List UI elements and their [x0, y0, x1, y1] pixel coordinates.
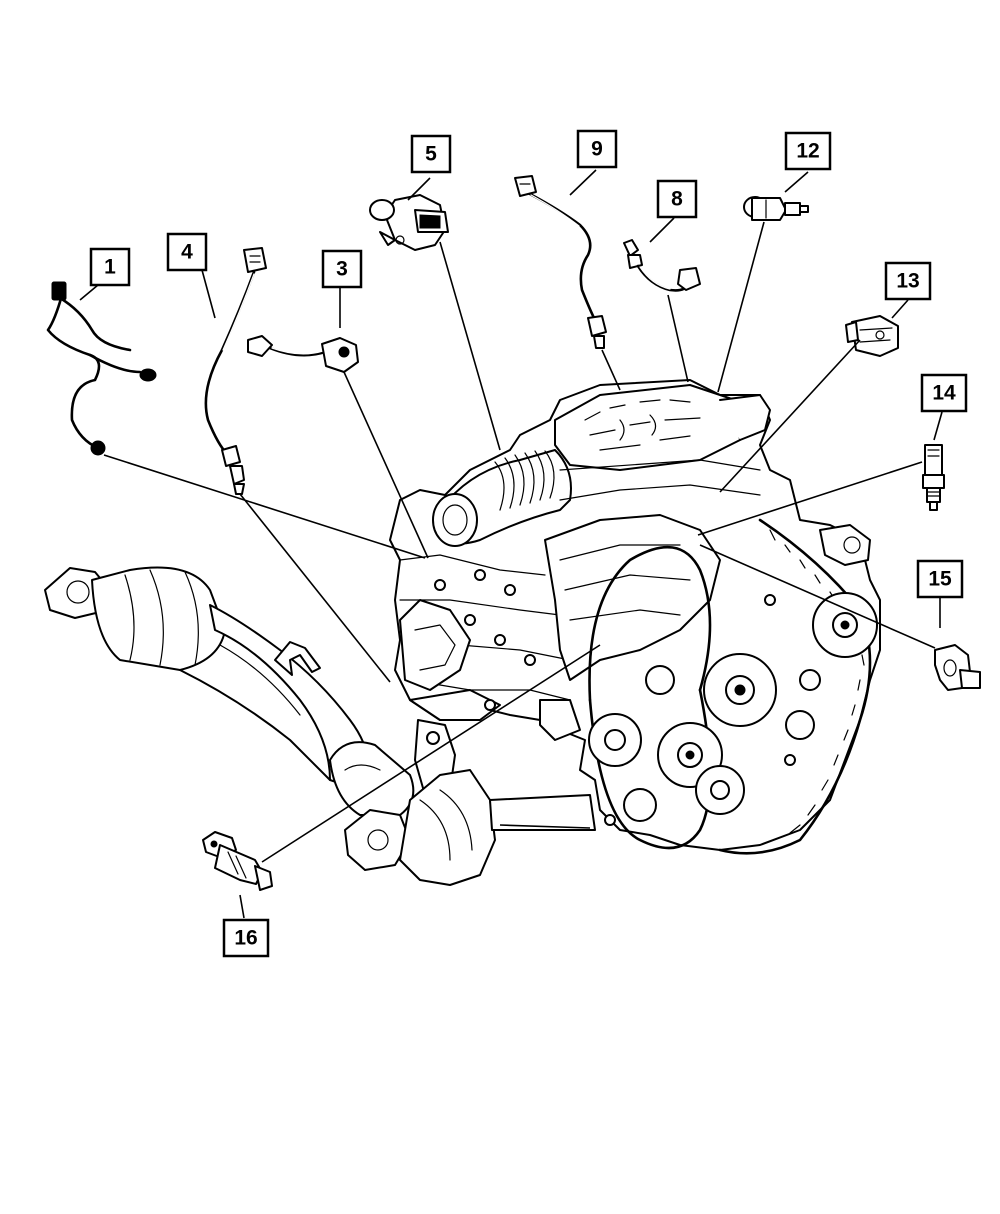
callout-1: 1 — [89, 247, 131, 287]
part-12-sensor — [743, 196, 809, 221]
callout-label: 5 — [425, 143, 437, 166]
callout-3: 3 — [321, 249, 363, 289]
part-4-oxygen-sensor — [204, 247, 267, 495]
callout-9: 9 — [576, 129, 618, 169]
part-14-temp-sender — [922, 444, 945, 511]
part-15-sensor-plug — [934, 644, 981, 691]
part-9-oxygen-sensor — [514, 175, 607, 349]
part-1-wiring-harness — [46, 281, 157, 456]
part-3-sensor-pigtail — [247, 335, 359, 373]
callout-13: 13 — [884, 261, 932, 301]
callout-label: 13 — [896, 270, 919, 293]
callout-8: 8 — [656, 179, 698, 219]
exhaust-assembly — [44, 566, 596, 886]
callout-5: 5 — [410, 134, 452, 174]
callout-label: 14 — [932, 382, 956, 405]
callout-label: 3 — [336, 258, 348, 281]
part-5-camshaft-sensor — [369, 194, 449, 251]
callout-label: 16 — [234, 927, 257, 950]
callout-14: 14 — [920, 373, 968, 413]
callout-label: 15 — [928, 568, 952, 591]
callout-label: 12 — [796, 140, 819, 163]
part-13-map-sensor — [845, 315, 899, 357]
callout-label: 1 — [104, 256, 116, 279]
leader-lines — [79, 169, 943, 919]
part-16-crankshaft-sensor — [202, 831, 273, 891]
part-8-temp-sensor — [623, 239, 701, 292]
callout-label: 8 — [671, 188, 683, 211]
callout-label: 4 — [181, 241, 193, 264]
engine-assembly — [389, 379, 881, 855]
callout-12: 12 — [784, 131, 832, 171]
callout-label: 9 — [591, 138, 603, 161]
callout-4: 4 — [166, 232, 208, 272]
callout-16: 16 — [222, 918, 270, 958]
callout-15: 15 — [916, 559, 964, 599]
